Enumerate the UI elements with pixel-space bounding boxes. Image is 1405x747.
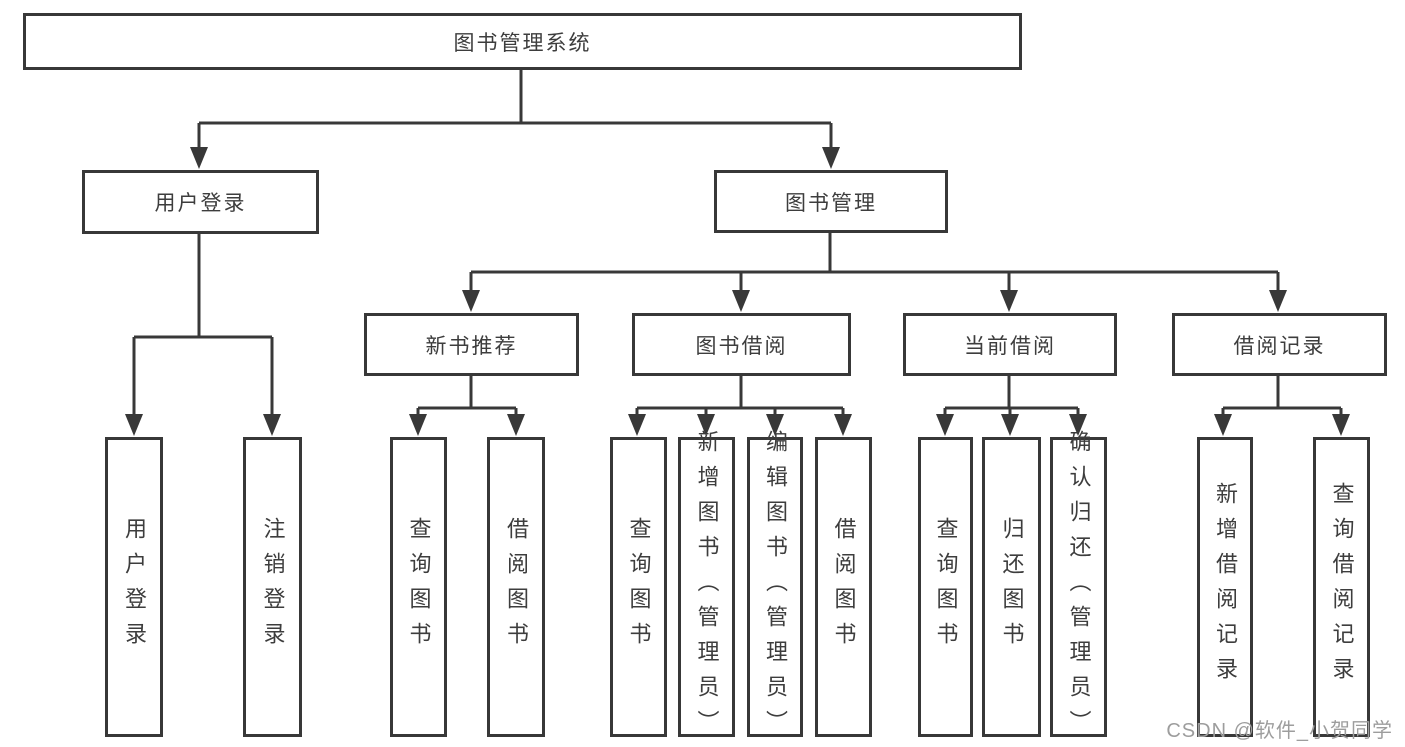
arrowhead-leaf-user-login <box>125 414 143 436</box>
leaf-borrow-books-recommend: 借阅图书 <box>487 437 545 737</box>
node-new-book-recommend: 新书推荐 <box>364 313 579 376</box>
connector-new-book-to-leaves <box>416 376 518 415</box>
arrowhead-book-borrow <box>732 290 750 312</box>
arrowhead-leaf-query-books-current <box>936 414 954 436</box>
leaf-confirm-return-admin: 确认归还（管理员） <box>1050 430 1107 745</box>
connector-book-management-to-level3 <box>469 233 1280 291</box>
node-borrow-records: 借阅记录 <box>1172 313 1387 376</box>
arrowhead-leaf-query-books-borrow <box>628 414 646 436</box>
arrowhead-book-management <box>822 147 840 169</box>
arrowhead-new-book-recommend <box>462 290 480 312</box>
connector-book-borrow-to-leaves <box>635 376 845 415</box>
arrowhead-leaf-borrow-books-recommend <box>507 414 525 436</box>
connector-user-login-to-leaves <box>132 234 274 415</box>
node-book-borrow: 图书借阅 <box>632 313 851 376</box>
csdn-watermark: CSDN @软件_小贺同学 <box>1166 720 1393 742</box>
node-book-management: 图书管理 <box>714 170 948 233</box>
connector-borrow-records-to-leaves <box>1221 376 1343 415</box>
node-user-login: 用户登录 <box>82 170 319 234</box>
leaf-query-borrow-record: 查询借阅记录 <box>1313 437 1370 737</box>
leaf-user-login: 用户登录 <box>105 437 163 737</box>
arrowhead-current-borrow <box>1000 290 1018 312</box>
connector-root-to-level2 <box>197 68 833 148</box>
leaf-edit-books-admin: 编辑图书（管理员） <box>747 430 803 745</box>
node-current-borrow: 当前借阅 <box>903 313 1117 376</box>
leaf-query-books-borrow: 查询图书 <box>610 437 667 737</box>
connector-current-borrow-to-leaves <box>943 376 1080 415</box>
leaf-query-books-recommend: 查询图书 <box>390 437 447 737</box>
leaf-add-borrow-record: 新增借阅记录 <box>1197 437 1253 737</box>
leaf-return-books: 归还图书 <box>982 437 1041 737</box>
leaf-query-books-current: 查询图书 <box>918 437 973 737</box>
arrowhead-leaf-add-borrow-record <box>1214 414 1232 436</box>
arrowhead-leaf-borrow-books <box>834 414 852 436</box>
leaf-add-books-admin: 新增图书（管理员） <box>678 430 735 745</box>
arrowhead-leaf-query-borrow-record <box>1332 414 1350 436</box>
arrowhead-borrow-records <box>1269 290 1287 312</box>
node-library-management-system: 图书管理系统 <box>23 13 1022 70</box>
leaf-logout: 注销登录 <box>243 437 302 737</box>
arrowhead-leaf-query-books-recommend <box>409 414 427 436</box>
arrowhead-leaf-return-books <box>1001 414 1019 436</box>
arrowhead-user-login <box>190 147 208 169</box>
arrowhead-leaf-logout <box>263 414 281 436</box>
leaf-borrow-books: 借阅图书 <box>815 437 872 737</box>
